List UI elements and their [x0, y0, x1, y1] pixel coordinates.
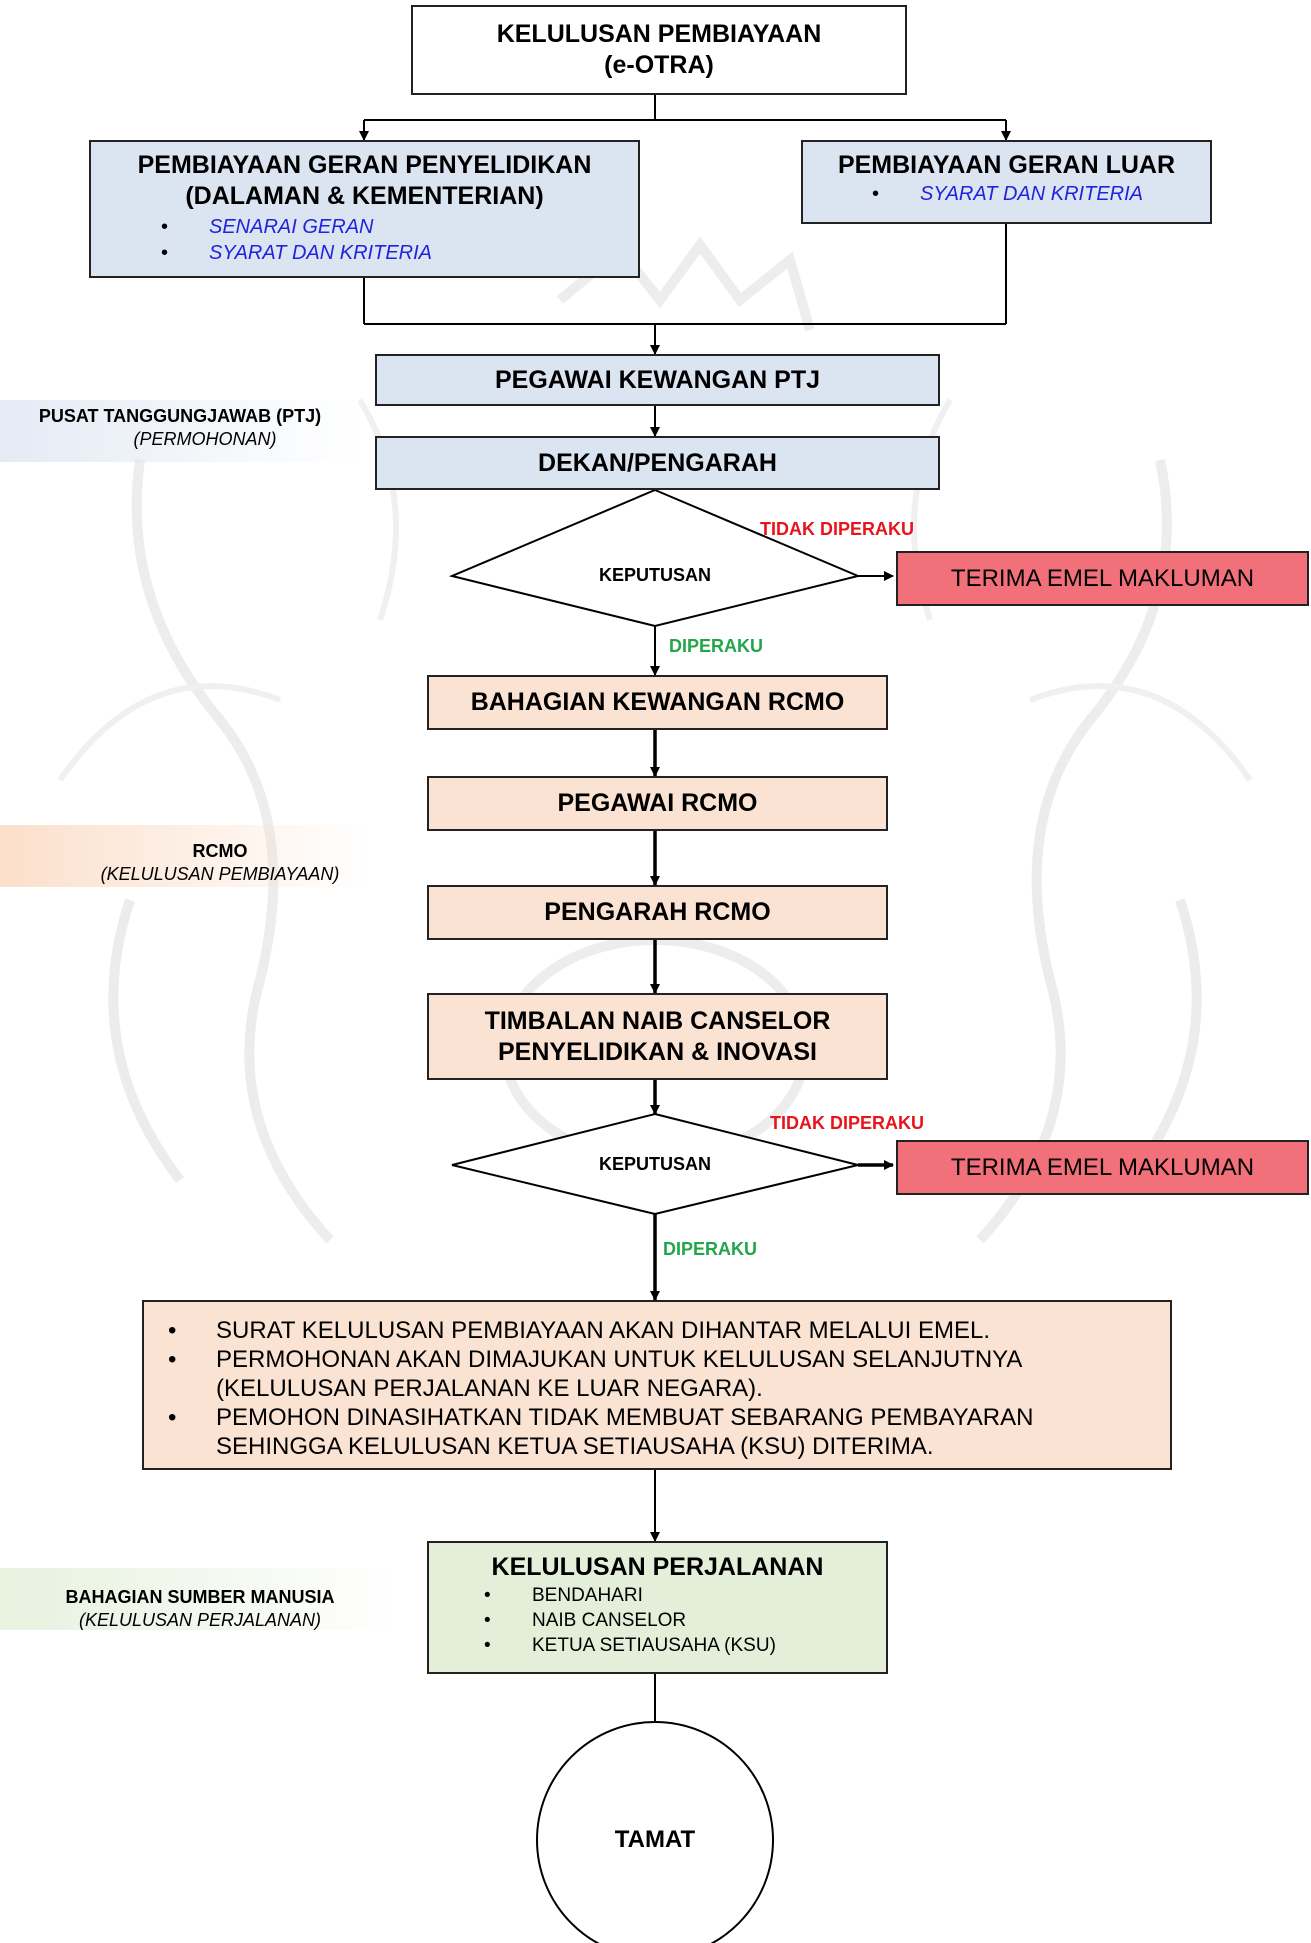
tnc-title: TIMBALAN NAIB CANSELOR — [484, 1007, 831, 1035]
decision-2-reject-notice-text: TERIMA EMEL MAKLUMAN — [950, 1153, 1255, 1181]
lane-rcmo-subtitle: (KELULUSAN PEMBIAYAAN) — [100, 864, 340, 884]
lane-label-rcmo: RCMO (KELULUSAN PEMBIAYAAN) — [40, 840, 400, 886]
decision-2-label: KEPUTUSAN — [598, 1154, 711, 1174]
rcmo-finance-box: BAHAGIAN KEWANGAN RCMO — [427, 675, 888, 730]
approval-note: PEMOHON DINASIHATKAN TIDAK MEMBUAT SEBAR… — [168, 1403, 1150, 1461]
lane-label-ptj: PUSAT TANGGUNGJAWAB (PTJ) (PERMOHONAN) — [0, 405, 360, 451]
start-title: KELULUSAN PEMBIAYAAN — [496, 20, 822, 48]
rcmo-officer-box: PEGAWAI RCMO — [427, 776, 888, 831]
decision-2-reject-notice-box: TERIMA EMEL MAKLUMAN — [896, 1140, 1309, 1195]
research-grant-box: PEMBIAYAAN GERAN PENYELIDIKAN (DALAMAN &… — [89, 140, 640, 278]
approval-note: PERMOHONAN AKAN DIMAJUKAN UNTUK KELULUSA… — [168, 1345, 1150, 1403]
travel-approval-box: KELULUSAN PERJALANAN BENDAHARI NAIB CANS… — [427, 1541, 888, 1674]
decision-diamond-1 — [448, 488, 862, 628]
lane-band-hr — [0, 1568, 400, 1630]
decision-1-rejected-label: TIDAK DIPERAKU — [760, 519, 915, 539]
lane-ptj-title: PUSAT TANGGUNGJAWAB (PTJ) — [38, 406, 322, 426]
lane-rcmo-title: RCMO — [192, 841, 248, 861]
lane-hr-subtitle: (KELULUSAN PERJALANAN) — [78, 1610, 322, 1630]
external-criteria-link[interactable]: SYARAT DAN KRITERIA — [872, 181, 1210, 207]
tnc-subtitle: PENYELIDIKAN & INOVASI — [497, 1038, 818, 1066]
external-grant-title: PEMBIAYAAN GERAN LUAR — [837, 151, 1176, 179]
lane-ptj-subtitle: (PERMOHONAN) — [133, 429, 277, 449]
end-label: TAMAT — [614, 1826, 696, 1853]
research-grant-list: SENARAI GERAN SYARAT DAN KRITERIA — [91, 214, 638, 266]
decision-1-reject-notice-box: TERIMA EMEL MAKLUMAN — [896, 551, 1309, 606]
decision-1-reject-notice-text: TERIMA EMEL MAKLUMAN — [950, 564, 1255, 592]
end-circle — [536, 1721, 774, 1943]
grant-list-link[interactable]: SENARAI GERAN — [161, 214, 638, 240]
lane-label-hr: BAHAGIAN SUMBER MANUSIA (KELULUSAN PERJA… — [20, 1586, 380, 1632]
external-grant-list: SYARAT DAN KRITERIA — [803, 181, 1210, 207]
travel-approver: KETUA SETIAUSAHA (KSU) — [484, 1633, 886, 1658]
start-subtitle: (e-OTRA) — [604, 51, 714, 79]
decision-2-rejected-label: TIDAK DIPERAKU — [770, 1113, 925, 1133]
research-grant-subtitle: (DALAMAN & KEMENTERIAN) — [185, 182, 544, 210]
tnc-box: TIMBALAN NAIB CANSELOR PENYELIDIKAN & IN… — [427, 993, 888, 1080]
travel-approver-list: BENDAHARI NAIB CANSELOR KETUA SETIAUSAHA… — [429, 1583, 886, 1658]
travel-approver: BENDAHARI — [484, 1583, 886, 1608]
external-grant-box: PEMBIAYAAN GERAN LUAR SYARAT DAN KRITERI… — [801, 140, 1212, 224]
rcmo-director-box: PENGARAH RCMO — [427, 885, 888, 940]
travel-approval-title: KELULUSAN PERJALANAN — [491, 1553, 824, 1581]
approval-notes-box: SURAT KELULUSAN PEMBIAYAAN AKAN DIHANTAR… — [142, 1300, 1172, 1470]
decision-1-label: KEPUTUSAN — [598, 565, 711, 585]
dean-director-box: DEKAN/PENGARAH — [375, 436, 940, 490]
travel-approver: NAIB CANSELOR — [484, 1608, 886, 1633]
lane-band-ptj — [0, 400, 360, 462]
grant-criteria-link[interactable]: SYARAT DAN KRITERIA — [161, 240, 638, 266]
decision-2-approved-label: DIPERAKU — [663, 1239, 758, 1259]
lane-hr-title: BAHAGIAN SUMBER MANUSIA — [65, 1587, 335, 1607]
ptj-finance-officer-box: PEGAWAI KEWANGAN PTJ — [375, 354, 940, 406]
decision-1-approved-label: DIPERAKU — [669, 636, 764, 656]
decision-diamond-2 — [451, 1112, 859, 1216]
approval-note: SURAT KELULUSAN PEMBIAYAAN AKAN DIHANTAR… — [168, 1316, 1150, 1345]
research-grant-title: PEMBIAYAAN GERAN PENYELIDIKAN — [137, 151, 592, 179]
lane-band-rcmo — [0, 825, 370, 887]
start-box: KELULUSAN PEMBIAYAAN (e-OTRA) — [411, 5, 907, 95]
